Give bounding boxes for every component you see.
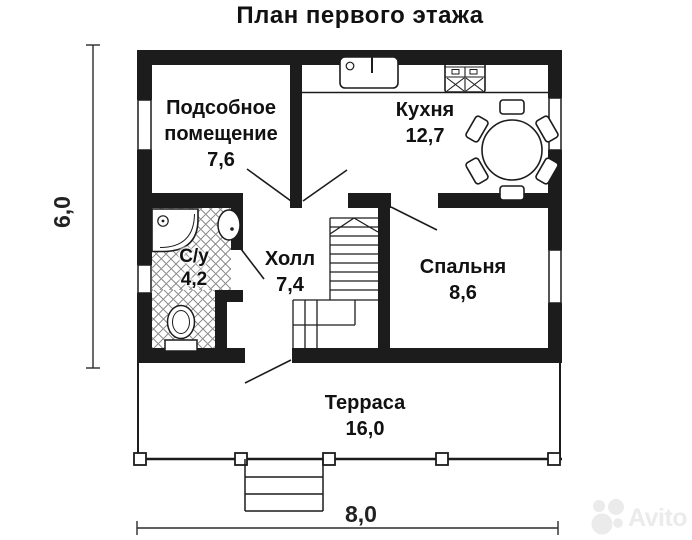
wall-left-c [137, 293, 152, 363]
railing-post [435, 452, 449, 466]
sink-drain [345, 61, 355, 71]
stair-break-line [329, 217, 355, 235]
door-terrace-icon [244, 359, 292, 384]
wall-bathroom-jog-v [215, 302, 227, 348]
wall-left-a [137, 50, 152, 100]
room-name: Кухня [395, 99, 455, 121]
shower-icon [151, 208, 199, 253]
room-label-terrace: Терраса 16,0 [295, 390, 435, 442]
door-bathroom-icon [240, 248, 265, 280]
room-name: Терраса [324, 392, 406, 414]
window-bedroom-icon [548, 249, 562, 304]
stove-icon [444, 55, 486, 93]
stove-burner-x [465, 77, 484, 92]
railing-post [547, 452, 561, 466]
dimension-label-horizontal: 8,0 [345, 501, 377, 527]
chair [499, 185, 525, 201]
wall-left-b [137, 150, 152, 265]
room-area: 16,0 [345, 418, 385, 440]
toilet-tank [164, 339, 198, 352]
washbasin-icon [217, 209, 241, 241]
wall-mid-right [438, 193, 548, 208]
toilet-bowl [166, 304, 196, 340]
chair [465, 115, 489, 143]
wall-bathroom-jog-h [215, 290, 243, 302]
dining-table-icon [465, 99, 559, 201]
terrace-posts [133, 452, 561, 466]
wall-right-a [548, 50, 562, 98]
room-name: С/у [179, 246, 209, 267]
room-label-kitchen: Кухня 12,7 [352, 97, 498, 149]
wall-stair-bedroom [378, 193, 390, 348]
terrace-steps-icon [244, 459, 324, 512]
stair-break-line [353, 217, 379, 233]
room-area: 12,7 [405, 125, 445, 147]
stove-burner-x [446, 77, 465, 92]
washbasin-bowl [217, 209, 241, 241]
room-name: Подсобное помещение [164, 97, 278, 145]
window-bathroom-icon [137, 264, 152, 294]
kitchen-sink-icon [339, 56, 399, 89]
logo-bubble [593, 500, 605, 512]
chair [499, 99, 525, 115]
wall-right-c [548, 303, 562, 363]
door-utility-icon [246, 168, 292, 202]
door-swings [240, 168, 438, 384]
terrace-structure [133, 363, 562, 512]
wall-bottom-left [137, 348, 245, 363]
avito-watermark: Avito [628, 504, 688, 532]
avito-logo-icon [591, 499, 624, 535]
logo-bubble [608, 499, 624, 515]
dimension-lines [86, 44, 559, 535]
railing-post [322, 452, 336, 466]
shower-drain-dot [161, 219, 165, 223]
staircase-icon [292, 217, 379, 348]
room-label-bedroom: Спальня 8,6 [400, 254, 526, 306]
chair [465, 157, 489, 185]
room-label-utility: Подсобное помещение 7,6 [148, 95, 294, 173]
washbasin-drain [230, 227, 234, 231]
plan-title: План первого этажа [236, 2, 484, 29]
wall-divider-utility-kitchen [290, 65, 302, 208]
logo-bubble [613, 518, 623, 528]
room-name: Спальня [419, 256, 507, 278]
door-bedroom-icon [390, 206, 438, 231]
logo-bubble [591, 513, 613, 535]
dimension-label-vertical: 6,0 [49, 196, 75, 228]
stove-knob [451, 69, 460, 75]
toilet-bowl-inner [172, 310, 190, 334]
room-area: 7,4 [276, 274, 304, 296]
railing-post [234, 452, 248, 466]
shower-drain [157, 215, 169, 227]
round-table [481, 119, 543, 181]
chair [535, 115, 559, 143]
room-label-hall: Холл 7,4 [242, 246, 338, 298]
toilet-icon [164, 304, 198, 352]
room-label-bathroom: С/у 4,2 [156, 245, 232, 291]
railing-post [133, 452, 147, 466]
chair [535, 157, 559, 185]
door-kitchen-icon [302, 169, 348, 202]
room-name: Холл [264, 248, 316, 270]
window-utility-icon [137, 99, 152, 151]
sink-basin [339, 56, 399, 89]
room-area: 8,6 [449, 282, 477, 304]
shower-tray [151, 208, 199, 253]
shower-inner-curve [159, 213, 195, 248]
wall-bottom-right [292, 348, 562, 363]
wall-mid-left [152, 193, 243, 208]
room-area: 4,2 [180, 269, 208, 290]
room-area: 7,6 [207, 149, 235, 171]
walls [137, 50, 562, 363]
stove-knob [469, 69, 478, 75]
